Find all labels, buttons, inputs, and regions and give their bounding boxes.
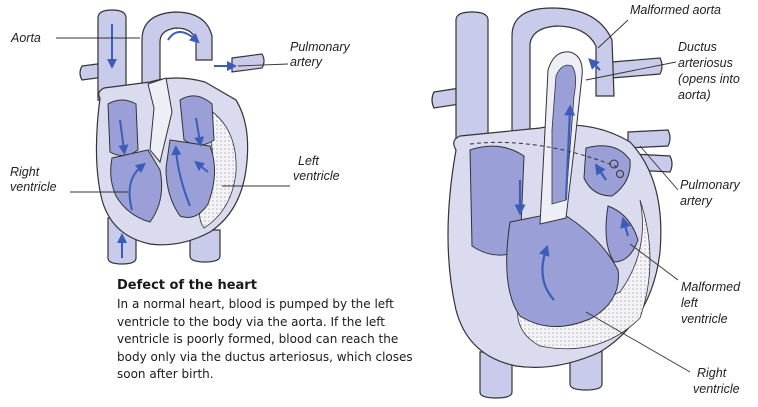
label-right-ventricle: Right ventricle <box>10 165 57 194</box>
defect-right-branch-1 <box>612 58 662 78</box>
label-pulmonary-artery: Pulmonary artery <box>290 40 353 69</box>
label-left-ventricle-line-2: ventricle <box>293 169 340 183</box>
defect-right-branch-2 <box>628 130 670 148</box>
right-pulmonary-vein <box>232 54 264 72</box>
normal-heart-illustration <box>56 10 290 264</box>
label-pulmonary-artery-right-line-1: Pulmonary <box>680 178 740 192</box>
caption-title: Defect of the heart <box>117 278 257 293</box>
label-pulmonary-artery-line-2: artery <box>290 55 323 69</box>
label-right-ventricle-right-line-1: Right <box>697 366 727 380</box>
label-ductus-line-1: Ductus <box>678 40 717 54</box>
label-malformed-aorta: Malformed aorta <box>630 3 721 17</box>
caption-body: In a normal heart, blood is pumped by th… <box>117 296 417 384</box>
label-left-ventricle: Left ventricle <box>293 154 340 183</box>
label-pulmonary-artery-right-line-2: artery <box>680 194 713 208</box>
label-malformed-lv-line-3: ventricle <box>681 312 728 326</box>
label-ductus-arteriosus: Ductus arteriosus (opens into aorta) <box>678 40 743 102</box>
label-malformed-left-ventricle: Malformed left ventricle <box>681 280 744 326</box>
label-right-ventricle-right: Right ventricle <box>693 366 740 396</box>
label-left-ventricle-line-1: Left <box>298 154 319 168</box>
label-malformed-lv-line-2: left <box>681 296 698 310</box>
label-malformed-lv-line-1: Malformed <box>681 280 741 294</box>
label-right-ventricle-line-1: Right <box>10 165 40 179</box>
label-ductus-line-4: aorta) <box>678 88 711 102</box>
label-right-ventricle-right-line-2: ventricle <box>693 382 740 396</box>
defect-superior-vena-cava <box>456 12 488 140</box>
label-pulmonary-artery-right: Pulmonary artery <box>680 178 743 208</box>
label-pulmonary-artery-line-1: Pulmonary <box>290 40 350 54</box>
malformed-heart-illustration <box>432 8 690 398</box>
label-ductus-line-3: (opens into <box>678 72 740 86</box>
label-right-ventricle-line-2: ventricle <box>10 180 57 194</box>
label-ductus-line-2: arteriosus <box>678 56 733 70</box>
label-aorta: Aorta <box>10 31 41 45</box>
